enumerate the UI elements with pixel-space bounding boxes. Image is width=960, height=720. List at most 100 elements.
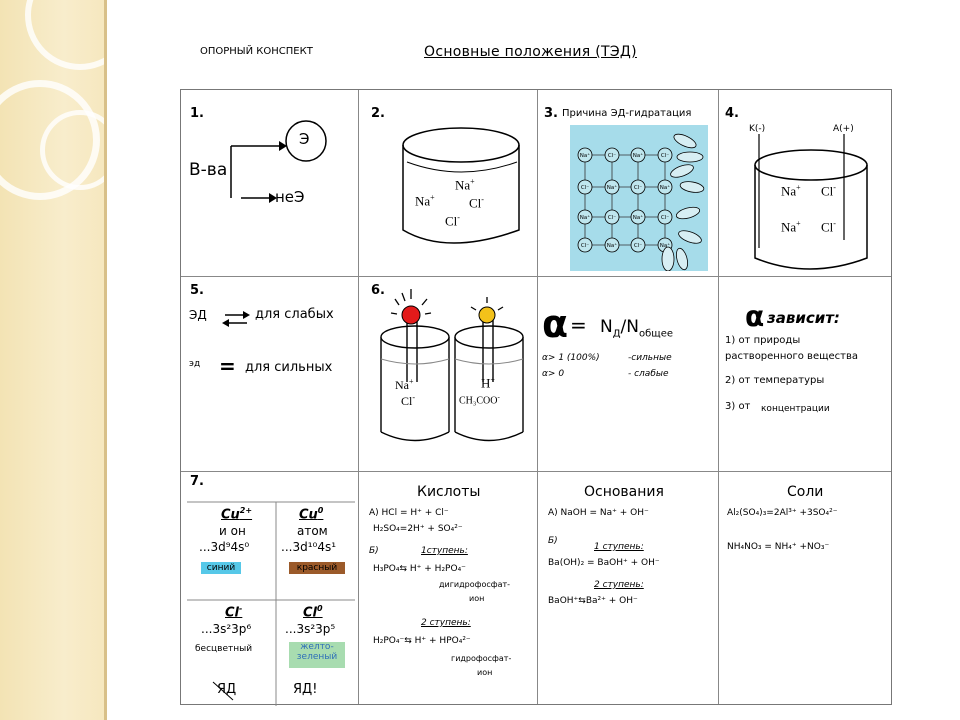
ion-cl: Cl-: [445, 213, 460, 229]
ion-cl: Cl-: [821, 183, 836, 199]
crystal-lattice-figure: Na⁺Cl⁻Na⁺Cl⁻ Cl⁻Na⁺Cl⁻Na⁺ Na⁺Cl⁻Na⁺Cl⁻ C…: [570, 125, 708, 271]
cell-2-solution: 2. Na+ Na+ Cl- Cl-: [359, 90, 537, 276]
cl-atom-toxicity: ЯД!: [293, 682, 318, 697]
strong-electrolytes-label: для сильных: [245, 360, 333, 375]
factor-3-prefix: 3) от: [725, 401, 751, 412]
cell-4-electrolysis: 4. K(-) A(+) Na+ Cl- Na+ Cl-: [719, 90, 893, 276]
acids-step-1: 1ступень:: [421, 546, 468, 556]
svg-text:Na⁺: Na⁺: [607, 184, 617, 191]
strong-prefix: эд: [189, 359, 201, 369]
cu-atom-kind: атом: [297, 524, 328, 538]
header-left-label: ОПОРНЫЙ КОНСПЕКТ: [200, 46, 313, 57]
bases-line-b1: Ba(OH)₂ = BaOH⁺ + OH⁻: [548, 558, 660, 568]
svg-text:Cl⁻: Cl⁻: [581, 243, 589, 249]
substances-label: В-ва: [189, 160, 228, 180]
acids-name-2b: ион: [477, 668, 493, 677]
alpha-weak-condition: α> 0: [542, 369, 565, 379]
salts-title: Соли: [787, 484, 824, 500]
cell-bases: Основания А) NaOH = Na⁺ + OH⁻ Б) 1 ступе…: [538, 472, 718, 706]
cell-acids: Кислоты А) HCl = H⁺ + Cl⁻ H₂SO₄=2H⁺ + SO…: [359, 472, 537, 706]
svg-text:Cl⁻: Cl⁻: [608, 215, 616, 221]
cell-number: 3.: [544, 106, 558, 121]
weak-electrolytes-label: для слабых: [255, 307, 334, 322]
cell-dissociation-degree: α = NД/Nобщее α> 1 (100%) -сильные α> 0 …: [538, 277, 718, 471]
ion-h: H+: [481, 375, 495, 391]
ion-na: Na+: [781, 219, 801, 235]
salts-line-1: Al₂(SO₄)₃=2Al³⁺ +3SO₄²⁻: [727, 508, 838, 518]
svg-text:Cl⁻: Cl⁻: [581, 185, 589, 191]
factor-2: 2) от температуры: [725, 375, 825, 386]
hydration-caption: Причина ЭД-гидратация: [562, 108, 692, 119]
svg-text:Na⁺: Na⁺: [660, 242, 670, 249]
cell-number: 6.: [371, 283, 385, 298]
cu-ion-kind: и он: [219, 524, 246, 538]
cell-3-hydration: 3. Причина ЭД-гидратация: [538, 90, 718, 276]
cl-ion-toxicity: ЯД: [217, 682, 237, 697]
cell-6-conductivity: 6. Na+ Cl- H+ CH₃COO-: [359, 277, 537, 471]
svg-text:Na⁺: Na⁺: [633, 214, 643, 221]
acids-line-b1: H₃PO₄⇆ H⁺ + H₂PO₄⁻: [373, 564, 466, 574]
decorative-ring: [25, 0, 135, 70]
cu-atom-config: ...3d¹⁰4s¹: [281, 540, 337, 554]
alpha-formula: NД/Nобщее: [600, 317, 673, 340]
cu-ion-config: ...3d⁹4s⁰: [199, 540, 250, 554]
cell-1-electrolytes: 1. В-ва Э неЭ: [181, 90, 358, 276]
cu-ion-color: синий: [201, 562, 241, 574]
svg-text:Cl⁻: Cl⁻: [608, 153, 616, 159]
ion-na: Na+: [781, 183, 801, 199]
cu-atom-symbol: Cu0: [299, 506, 324, 523]
cu-atom-color: красный: [289, 562, 345, 574]
alpha-strong-condition: α> 1 (100%): [542, 353, 600, 363]
acids-b-label: Б): [369, 546, 379, 556]
ion-cl: Cl-: [469, 195, 484, 211]
cu-ion-symbol: Cu2+: [221, 506, 253, 523]
bases-b-label: Б): [548, 536, 558, 546]
ion-cl: Cl-: [821, 219, 836, 235]
cell-number: 4.: [725, 106, 739, 121]
svg-text:Na⁺: Na⁺: [660, 184, 670, 191]
svg-text:Na⁺: Na⁺: [633, 152, 643, 159]
acids-name-1a: дигидрофосфат-: [439, 580, 511, 589]
alpha-weak-label: - слабые: [628, 369, 669, 379]
acids-line-a2: H₂SO₄=2H⁺ + SO₄²⁻: [373, 524, 463, 534]
cell-number: 7.: [190, 474, 204, 489]
svg-text:Cl⁻: Cl⁻: [661, 153, 669, 159]
cell-salts: Соли Al₂(SO₄)₃=2Al³⁺ +3SO₄²⁻ NH₄NO₃ = NH…: [719, 472, 893, 706]
svg-text:Cl⁻: Cl⁻: [661, 215, 669, 221]
svg-text:Na⁺: Na⁺: [580, 214, 590, 221]
electrolyte-label: Э: [299, 130, 310, 148]
bases-line-b2: BaOH⁺⇆Ba²⁺ + OH⁻: [548, 596, 638, 606]
cell-number: 1.: [190, 106, 204, 121]
cell-5-equilibrium: 5. ЭД для слабых эд = для сильных: [181, 277, 358, 471]
salts-line-2: NH₄NO₃ = NH₄⁺ +NO₃⁻: [727, 542, 830, 552]
alpha-strong-label: -сильные: [628, 353, 672, 363]
bases-step-2: 2 ступень:: [594, 580, 644, 590]
depends-title: зависит:: [767, 309, 840, 327]
factor-1-line1: 1) от природы: [725, 335, 801, 346]
cl-atom-config: ...3s²3p⁵: [285, 622, 336, 636]
svg-text:Na⁺: Na⁺: [580, 152, 590, 159]
bases-step-1: 1 ступень:: [594, 542, 644, 552]
cell-number: 2.: [371, 106, 385, 121]
summary-table: 1. В-ва Э неЭ 2. Na+ Na+ Cl- Cl- 3. Прич…: [180, 89, 893, 706]
cl-ion-config: ...3s²3p⁶: [201, 622, 252, 636]
acids-line-b2: H₂PO₄⁻⇆ H⁺ + HPO₄²⁻: [373, 636, 471, 646]
non-electrolyte-label: неЭ: [275, 188, 305, 206]
ion-na: Na+: [455, 177, 475, 193]
alpha-symbol: α: [542, 302, 569, 346]
weak-prefix: ЭД: [189, 308, 207, 322]
page-title: Основные положения (ТЭД): [424, 44, 637, 60]
factor-1-line2: растворенного вещества: [725, 351, 859, 362]
acids-step-2: 2 ступень:: [421, 618, 471, 628]
ion-cl: Cl-: [401, 393, 416, 408]
cl-ion-symbol: Cl-: [225, 604, 243, 621]
acids-name-2a: гидрофосфат-: [451, 654, 512, 663]
svg-text:Na⁺: Na⁺: [607, 242, 617, 249]
cl-atom-symbol: Cl0: [303, 604, 323, 621]
cathode-label: K(-): [749, 124, 766, 134]
anode-label: A(+): [833, 124, 854, 134]
acids-title: Кислоты: [417, 484, 481, 500]
decorative-ring: [40, 110, 120, 190]
cell-7-ions-vs-atoms: 7. Cu2+ и он ...3d⁹4s⁰ синий Cu0 атом ..…: [181, 472, 358, 706]
cell-number: 5.: [190, 283, 204, 298]
